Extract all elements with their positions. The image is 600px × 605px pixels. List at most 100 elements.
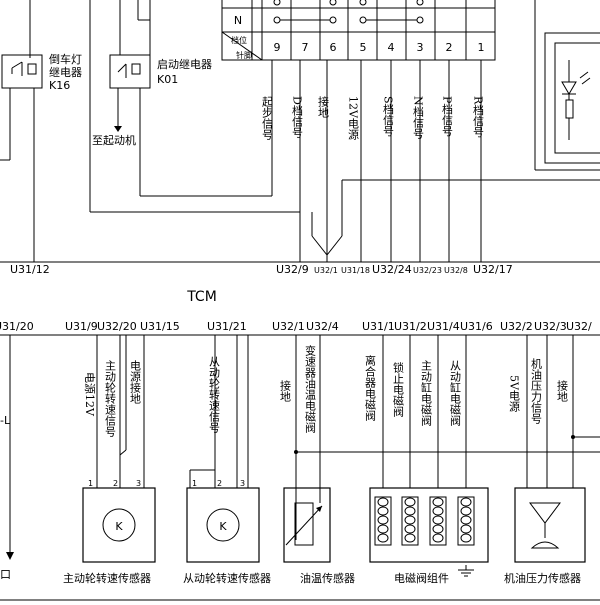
coil-turn-1-4 — [404, 533, 416, 543]
sensor-pin-0-3: 3 — [136, 479, 141, 488]
sensor-pin-1-2: 2 — [217, 479, 222, 488]
oil-pressure-sensor — [514, 487, 586, 563]
sensor-pin-0-1: 1 — [88, 479, 93, 488]
coil-turn-2-0 — [432, 497, 444, 507]
coil-turn-2-1 — [432, 506, 444, 516]
ground-merge-right — [326, 235, 343, 256]
switch-signal-6: N档信号 — [412, 96, 425, 139]
top-pin-5: U32/8 — [444, 266, 468, 275]
reverse-relay-code: K16 — [49, 79, 70, 92]
left-bottom-label: 口 — [0, 568, 11, 581]
switch-wires — [299, 60, 600, 262]
label-main-speed: 主动轮转速信号 — [104, 360, 117, 438]
coil-turn-0-0 — [377, 497, 389, 507]
tcm-label: TCM — [186, 289, 217, 305]
start-relay-code: K01 — [157, 73, 178, 86]
left-edge: -L 口 — [0, 335, 14, 581]
label-power-12v: 电源12V — [83, 372, 97, 417]
bottom-pin-12: U32/3 — [534, 320, 567, 333]
bottom-pin-8: U31/2 — [394, 320, 427, 333]
label-temp-ground: 接地 — [279, 380, 292, 402]
to-starter-label: 至起动机 — [92, 133, 136, 147]
coil-turn-1-3 — [404, 524, 416, 534]
coil-turn-3-4 — [460, 533, 472, 543]
bottom-pin-11: U32/2 — [500, 320, 533, 333]
switch-signal-5: S档信号 — [382, 96, 395, 137]
switch-pin-7: 7 — [302, 41, 309, 54]
switch-signal-7: P档信号 — [441, 96, 454, 137]
top-left-pin: U31/12 — [10, 263, 50, 276]
harness-top — [0, 0, 600, 263]
sensor-pin-1-3: 3 — [240, 479, 245, 488]
label-temp-valve: 变速器油温电磁阀 — [304, 344, 317, 434]
switch-signal-1: 起步信号 — [261, 96, 274, 141]
row-n-label: N — [234, 14, 242, 27]
switch-pin-4: 4 — [388, 41, 395, 54]
label-driven-speed: 从动轮转速信号 — [208, 356, 221, 434]
relay-start: 启动继电器 K01 至起动机 — [92, 0, 273, 197]
ground-merge-left — [311, 235, 328, 256]
coil-turn-0-1 — [377, 506, 389, 516]
switch-signal-2: D档信号 — [291, 96, 304, 138]
coil-box-2 — [429, 496, 447, 546]
coil-turn-2-2 — [432, 515, 444, 525]
switch-signal-8: R档信号 — [472, 96, 485, 138]
solenoid-valve-assembly — [369, 487, 489, 577]
oil-temp-wiring: 接地 变速器油温电磁阀 — [279, 335, 600, 540]
switch-pin-3: 3 — [417, 41, 424, 54]
coil-turn-2-4 — [432, 533, 444, 543]
coil-turn-0-2 — [377, 515, 389, 525]
left-mid-label: -L — [0, 414, 11, 427]
top-pin-4: U32/23 — [413, 266, 442, 275]
component-label-3: 电磁阀组件 — [394, 571, 449, 585]
switch-pin-5: 5 — [360, 41, 367, 54]
driven-speed-sensor: K — [186, 487, 260, 563]
coil-turn-2-3 — [432, 524, 444, 534]
bottom-pin-labels: U31/20U31/9U32/20U31/15U31/21U32/1U32/4U… — [0, 320, 592, 333]
bottom-pin-6: U32/4 — [306, 320, 339, 333]
switch-pin-1: 1 — [478, 41, 485, 54]
top-pin-3: U32/24 — [372, 263, 412, 276]
bottom-pin-9: U31/4 — [427, 320, 460, 333]
top-pin-6: U32/17 — [473, 263, 513, 276]
coil-turn-1-2 — [404, 515, 416, 525]
label-primary-valve: 主动缸电磁阀 — [420, 360, 433, 427]
label-oil-signal: 机油压力信号 — [530, 357, 543, 425]
switch-pin-2: 2 — [446, 41, 453, 54]
label-5v-supply: 5V电源 — [508, 375, 521, 413]
top-pin-2: U31/18 — [341, 266, 370, 275]
bottom-pin-1: U31/9 — [65, 320, 98, 333]
solenoid-wiring: 离合器电磁阀 锁止电磁阀 主动缸电磁阀 从动缸电磁阀 — [364, 335, 467, 488]
bottom-pin-13: U32/ — [566, 320, 592, 333]
coil-turn-3-0 — [460, 497, 472, 507]
bottom-pin-10: U31/6 — [460, 320, 493, 333]
bottom-pin-5: U32/1 — [272, 320, 305, 333]
oil-pressure-wiring: 5V电源 机油压力信号 接地 — [508, 335, 600, 488]
oil-temp-sensor — [283, 487, 331, 563]
bottom-pin-7: U31/1 — [362, 320, 395, 333]
k-symbol-1: K — [115, 520, 123, 533]
coil-turn-3-1 — [460, 506, 472, 516]
label-clutch-valve: 离合器电磁阀 — [364, 354, 377, 422]
bottom-pin-4: U31/21 — [207, 320, 247, 333]
header-pin-label: 针脚 — [236, 50, 252, 60]
main-speed-sensor: K — [82, 487, 156, 563]
coil-turn-1-0 — [404, 497, 416, 507]
label-lockup-valve: 锁止电磁阀 — [392, 361, 405, 418]
coil-turn-3-2 — [460, 515, 472, 525]
switch-signal-4: 12V电源 — [347, 96, 360, 141]
component-label-1: 从动轮转速传感器 — [183, 571, 271, 585]
switch-pin-9: 9 — [274, 41, 281, 54]
reverse-relay-name-2: 继电器 — [49, 66, 82, 79]
top-pin-0: U32/9 — [276, 263, 309, 276]
coil-box-1 — [401, 496, 419, 546]
main-speed-wiring: 电源12V 主动轮转速信号 电源接地 — [83, 335, 145, 488]
coil-box-3 — [457, 496, 475, 546]
label-oil-ground: 接地 — [556, 380, 569, 402]
reverse-relay-name-1: 倒车灯 — [49, 52, 82, 66]
